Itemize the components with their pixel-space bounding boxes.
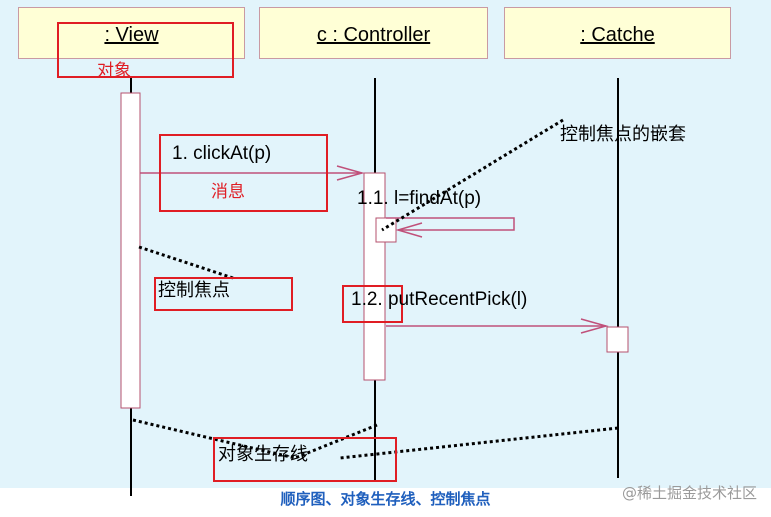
object-highlight-box	[57, 22, 234, 78]
message-1-2-label: 1.2. putRecentPick(l)	[351, 289, 528, 310]
catche-lifeline-header: : Catche	[504, 7, 731, 59]
message-1-1-label: 1.1. l=findAt(p)	[357, 188, 482, 209]
figure-caption: 顺序图、对象生存线、控制焦点	[280, 490, 491, 508]
watermark: @稀土掘金技术社区	[621, 484, 757, 502]
lifeline-pointer-right	[339, 426, 619, 460]
object-annotation: 对象	[97, 61, 131, 81]
catche-lifeline-label: : Catche	[580, 24, 655, 46]
sequence-number-highlight-box	[342, 285, 403, 323]
catche-activation-bar	[606, 326, 629, 353]
focus-of-control-highlight-box	[154, 277, 293, 311]
controller-lifeline-header: c : Controller	[259, 7, 488, 59]
lifeline-pointer-left	[132, 418, 296, 460]
controller-lifeline-label: c : Controller	[316, 24, 431, 46]
message-1-1-arrow	[386, 217, 515, 231]
message-annotation: 消息	[211, 182, 245, 202]
focus-nesting-annotation: 控制焦点的嵌套	[560, 124, 686, 145]
view-lifeline-label: : View	[104, 24, 159, 46]
message-1-1-arrowhead	[395, 222, 423, 238]
lifeline-highlight-box	[213, 437, 397, 482]
view-activation-bar	[120, 92, 141, 409]
message-1-label: 1. clickAt(p)	[172, 143, 272, 164]
view-lifeline-header: : View	[18, 7, 245, 59]
message-highlight-box	[159, 134, 328, 212]
footer-background	[0, 488, 771, 517]
message-1-2-arrowhead	[580, 318, 609, 334]
focus-nesting-pointer	[381, 118, 564, 232]
lifeline-annotation: 对象生存线	[218, 444, 308, 465]
message-1-arrowhead	[336, 165, 365, 181]
focus-of-control-annotation: 控制焦点	[158, 280, 230, 301]
lifeline-pointer-center	[294, 423, 378, 460]
focus-of-control-pointer	[138, 245, 234, 280]
